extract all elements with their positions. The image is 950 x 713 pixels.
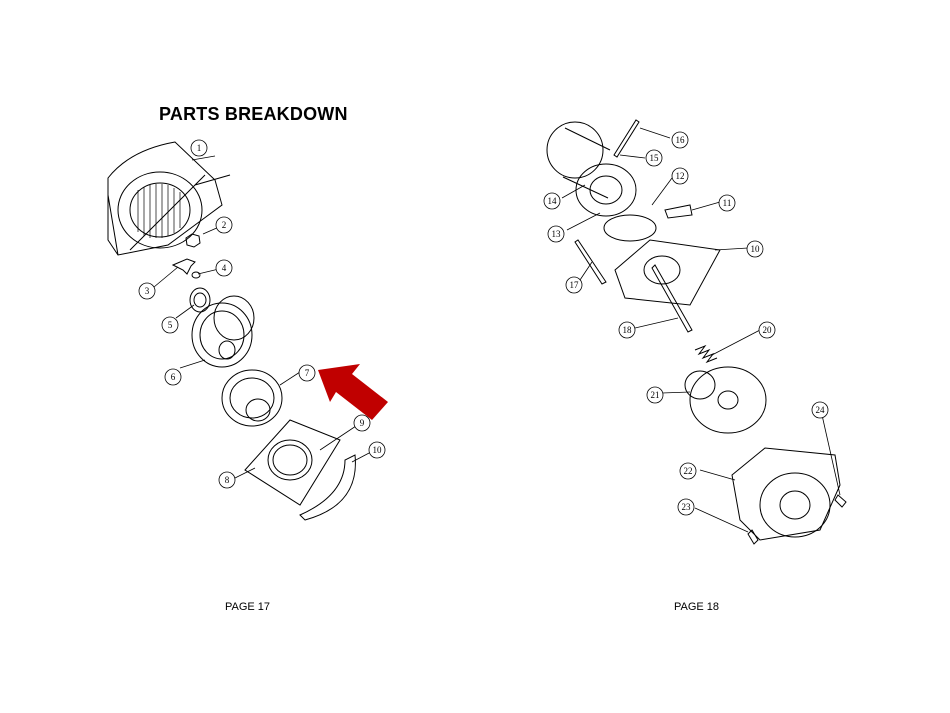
svg-text:8: 8	[225, 475, 230, 485]
svg-text:17: 17	[570, 280, 580, 290]
svg-text:12: 12	[676, 171, 685, 181]
svg-text:9: 9	[360, 418, 365, 428]
part-snap-ring	[603, 214, 657, 242]
part-motor-housing	[107, 141, 231, 256]
callout-21: 21	[646, 386, 664, 404]
svg-text:10: 10	[751, 244, 761, 254]
callout-11: 11	[718, 194, 736, 212]
svg-text:24: 24	[816, 405, 826, 415]
svg-text:16: 16	[676, 135, 686, 145]
callout-7: 7	[298, 364, 316, 382]
page-number-left: PAGE 17	[225, 601, 271, 613]
callout-14: 14	[543, 192, 561, 210]
callout-5: 5	[161, 316, 179, 334]
callout-12: 12	[671, 167, 689, 185]
part-screw-23	[747, 529, 759, 545]
svg-text:5: 5	[168, 320, 173, 330]
svg-text:20: 20	[763, 325, 773, 335]
part-brake-disc	[684, 366, 767, 434]
svg-text:23: 23	[682, 502, 692, 512]
svg-text:3: 3	[145, 286, 150, 296]
callout-16: 16	[671, 131, 689, 149]
callout-15: 15	[645, 149, 663, 167]
part-screw-24	[834, 494, 847, 508]
part-pin	[574, 239, 607, 285]
part-shaft	[651, 264, 693, 333]
part-washer	[191, 271, 201, 279]
svg-text:22: 22	[684, 466, 693, 476]
callout-18: 18	[618, 321, 636, 339]
part-planetary-carrier	[191, 295, 255, 368]
callout-22: 22	[679, 462, 697, 480]
part-small-gear	[189, 287, 211, 313]
callout-10-right: 10	[746, 240, 764, 258]
svg-text:1: 1	[197, 143, 202, 153]
svg-text:2: 2	[222, 220, 227, 230]
callout-24: 24	[811, 401, 829, 419]
callout-9: 9	[353, 414, 371, 432]
part-drum	[546, 121, 637, 217]
svg-text:7: 7	[305, 368, 310, 378]
callout-3: 3	[138, 282, 156, 300]
svg-text:18: 18	[623, 325, 633, 335]
callout-10-left: 10	[368, 441, 386, 459]
part-ring-gear	[221, 369, 283, 427]
callout-8: 8	[218, 471, 236, 489]
highlight-arrow	[318, 364, 388, 420]
part-nut	[185, 233, 201, 248]
callout-2: 2	[215, 216, 233, 234]
callout-13: 13	[547, 225, 565, 243]
svg-text:10: 10	[373, 445, 383, 455]
part-bolt	[613, 119, 640, 158]
part-bracket	[299, 454, 356, 521]
part-end-housing	[731, 447, 841, 541]
callout-17: 17	[565, 276, 583, 294]
callout-23: 23	[677, 498, 695, 516]
part-tee	[171, 258, 196, 275]
callout-6: 6	[164, 368, 182, 386]
page-number-right: PAGE 18	[674, 601, 720, 613]
svg-text:15: 15	[650, 153, 660, 163]
callout-1: 1	[190, 139, 208, 157]
svg-text:14: 14	[548, 196, 558, 206]
part-mount-plate	[614, 239, 721, 306]
part-spring	[694, 344, 718, 364]
callout-4: 4	[215, 259, 233, 277]
svg-text:11: 11	[723, 198, 732, 208]
page-title: PARTS BREAKDOWN	[159, 104, 348, 124]
part-bracket-11	[664, 204, 693, 219]
svg-text:6: 6	[171, 372, 176, 382]
part-end-plate	[244, 419, 341, 506]
callout-20: 20	[758, 321, 776, 339]
svg-text:13: 13	[552, 229, 562, 239]
svg-text:21: 21	[651, 390, 660, 400]
svg-text:4: 4	[222, 263, 227, 273]
